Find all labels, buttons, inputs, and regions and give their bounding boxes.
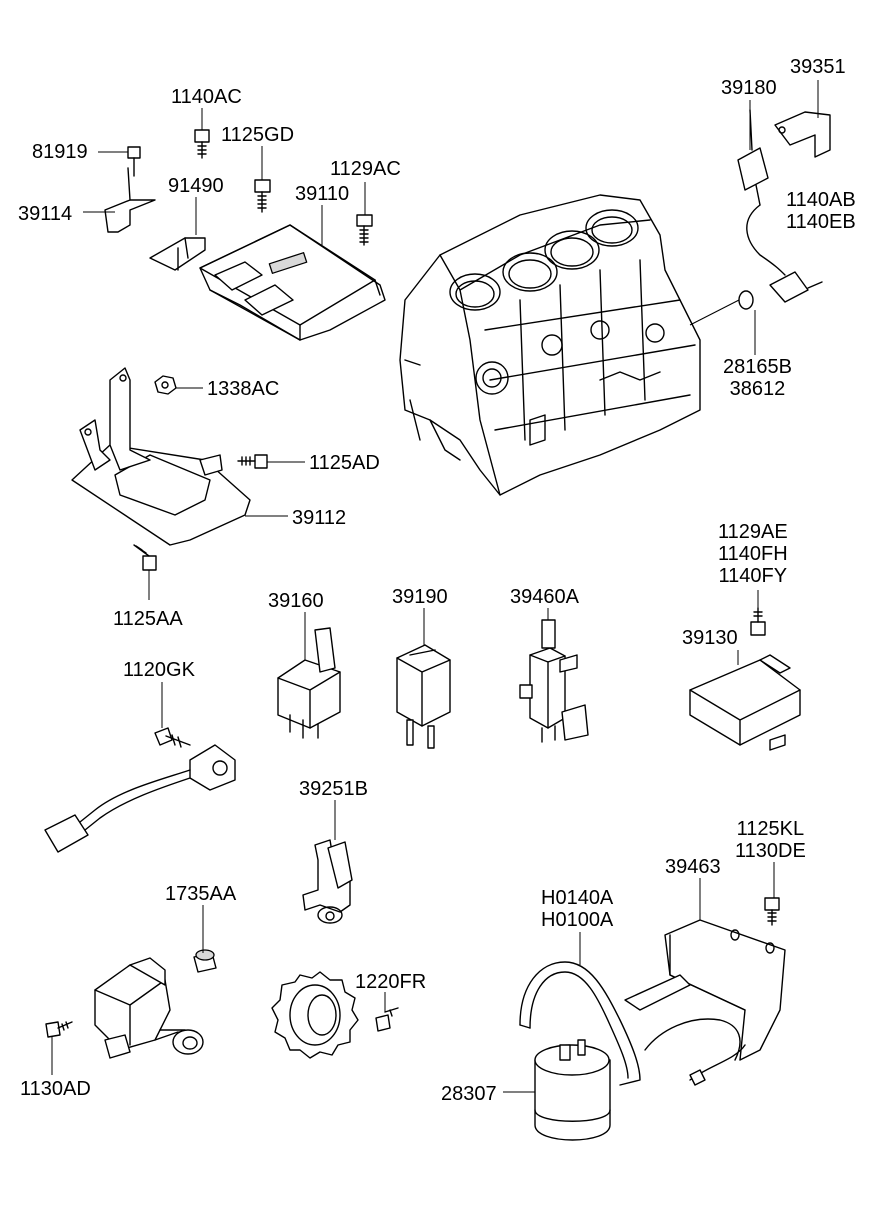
sensor-1130AD	[95, 958, 203, 1058]
label-39112: 39112	[292, 507, 347, 529]
leader-lines	[52, 80, 818, 1092]
hose-H0140A	[520, 962, 640, 1085]
label-H0100A: H0100A	[541, 909, 614, 931]
valve-39460A	[520, 620, 588, 742]
label-1140FH: 1140FH	[718, 543, 788, 565]
nut-1338AC	[155, 376, 176, 394]
label-1140FY: 1140FY	[718, 565, 788, 587]
label-39460A: 39460A	[510, 586, 579, 608]
filter-28307	[535, 1040, 610, 1140]
label-39160: 39160	[268, 590, 324, 612]
bracket-39114	[105, 168, 155, 232]
bolt-1220FR	[376, 1008, 398, 1031]
label-1140AB-1140EB: 1140AB 1140EB	[786, 189, 856, 233]
label-1125KL-1130DE: 1125KL 1130DE	[735, 818, 806, 862]
relay-39160	[278, 628, 340, 738]
knock-sensor	[45, 728, 235, 852]
bolt-1125AA	[134, 545, 156, 570]
label-38612: 38612	[729, 378, 786, 400]
label-1130AD: 1130AD	[20, 1078, 91, 1100]
label-1130DE: 1130DE	[735, 840, 806, 862]
bolt-1129AC	[357, 215, 372, 245]
bolt-1129AE	[751, 608, 765, 635]
label-91490: 91490	[168, 175, 224, 197]
plug-1735AA	[194, 950, 216, 972]
bolt-1130AD	[46, 1022, 72, 1037]
label-39463: 39463	[665, 856, 721, 878]
ecu-39110	[200, 225, 385, 340]
label-28165B-38612: 28165B 38612	[723, 356, 792, 400]
bolt-81919	[128, 147, 140, 176]
label-1220FR: 1220FR	[355, 971, 427, 993]
label-1140AB: 1140AB	[786, 189, 856, 211]
unit-39190	[397, 645, 450, 748]
label-81919: 81919	[32, 141, 88, 163]
bolt-1125AD	[238, 455, 267, 468]
label-H0140A: H0140A	[541, 887, 614, 909]
label-28307: 28307	[441, 1083, 497, 1105]
label-1125AD: 1125AD	[309, 452, 380, 474]
label-1735AA: 1735AA	[165, 883, 237, 905]
label-1125AA: 1125AA	[113, 608, 183, 630]
gear-wheel	[272, 972, 358, 1058]
bracket-39112	[72, 368, 250, 545]
bolt-1125KL	[765, 898, 779, 925]
label-39114: 39114	[18, 203, 73, 225]
label-39251B: 39251B	[299, 778, 368, 800]
bracket-39251B	[303, 840, 352, 923]
label-39190: 39190	[392, 586, 448, 608]
sensor-39130	[690, 655, 800, 750]
label-1125KL: 1125KL	[736, 818, 805, 840]
bracket-39351	[775, 112, 830, 157]
label-1125GD: 1125GD	[221, 124, 295, 146]
label-H0140A-H0100A: H0140A H0100A	[541, 887, 613, 931]
bolt-1125GD	[255, 180, 270, 212]
label-1140EB: 1140EB	[786, 211, 856, 233]
sensor-39180	[738, 110, 822, 302]
bracket-91490	[150, 238, 205, 270]
label-1120GK: 1120GK	[123, 659, 195, 681]
label-28165B: 28165B	[723, 356, 792, 378]
label-1129AE: 1129AE	[718, 521, 788, 543]
label-39180: 39180	[721, 77, 777, 99]
label-1129AC: 1129AC	[330, 158, 401, 180]
label-1338AC: 1338AC	[207, 378, 280, 400]
label-39130: 39130	[682, 627, 738, 649]
label-1129AE-group: 1129AE 1140FH 1140FY	[718, 521, 788, 587]
o-ring-28165B	[739, 291, 753, 309]
bolt-1140AC	[195, 130, 209, 158]
label-39351: 39351	[790, 56, 846, 78]
bracket-39463	[625, 920, 785, 1085]
engine-block	[400, 195, 700, 495]
label-1140AC: 1140AC	[171, 86, 242, 108]
label-39110: 39110	[295, 183, 350, 205]
